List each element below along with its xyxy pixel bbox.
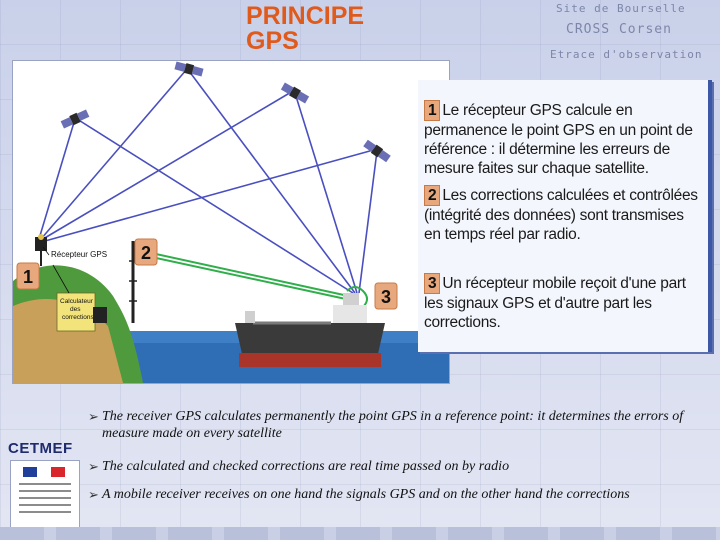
satellite-icon bbox=[363, 139, 391, 163]
map-label: Site de Bourselle bbox=[556, 2, 686, 15]
organization-logo-text: CETMEF bbox=[8, 440, 73, 457]
signal-line bbox=[40, 68, 188, 240]
step-number: 3 bbox=[424, 273, 441, 294]
number-badge-3: 3 bbox=[374, 282, 398, 310]
station-building bbox=[93, 307, 107, 323]
ship-icon bbox=[235, 293, 385, 367]
signal-line bbox=[38, 118, 76, 240]
step-text: Le récepteur GPS calcule en permanence l… bbox=[424, 102, 693, 177]
signal-line bbox=[358, 150, 378, 294]
bullet-arrow-icon: ➢ bbox=[88, 459, 99, 474]
correction-line bbox=[132, 252, 356, 302]
map-label: Etrace d'observation bbox=[550, 48, 703, 61]
bottom-decorative-strip bbox=[0, 527, 720, 540]
gps-diagram-svg: Récepteur GPS Calculateur des correction… bbox=[13, 61, 449, 383]
correction-lines bbox=[132, 248, 368, 308]
satellite-icon bbox=[280, 82, 310, 104]
signal-line bbox=[44, 148, 378, 242]
page-title: PRINCIPE GPS bbox=[246, 4, 364, 54]
svg-text:2: 2 bbox=[141, 243, 151, 263]
gps-receiver-icon bbox=[35, 234, 47, 266]
page-title-line-2: GPS bbox=[246, 27, 299, 55]
gps-signal-lines bbox=[38, 68, 378, 294]
step-text: Un récepteur mobile reçoit d'une part le… bbox=[424, 275, 686, 331]
satellite-icon bbox=[174, 61, 204, 77]
signal-line bbox=[76, 118, 354, 294]
signal-line bbox=[188, 70, 356, 294]
map-label: CROSS Corsen bbox=[566, 22, 672, 37]
calculator-label: Calculateur des corrections bbox=[60, 298, 95, 321]
caption-text: The receiver GPS calculates permanently … bbox=[102, 409, 684, 441]
caption-3: ➢ A mobile receiver receives on one hand… bbox=[88, 486, 716, 503]
svg-text:3: 3 bbox=[381, 287, 391, 307]
step-text: Les corrections calculées et contrôlées … bbox=[424, 187, 698, 243]
caption-text: A mobile receiver receives on one hand t… bbox=[102, 487, 630, 502]
number-badge-2: 2 bbox=[134, 238, 158, 266]
bullet-arrow-icon: ➢ bbox=[88, 487, 99, 502]
satellite-icon bbox=[60, 109, 90, 129]
step-number: 2 bbox=[424, 185, 441, 206]
french-flag-icon bbox=[23, 467, 65, 477]
calc-pointer bbox=[52, 264, 70, 294]
caption-2: ➢ The calculated and checked corrections… bbox=[88, 458, 716, 475]
correction-line bbox=[132, 248, 354, 298]
signal-line bbox=[294, 92, 358, 294]
gps-diagram: Récepteur GPS Calculateur des correction… bbox=[12, 60, 450, 384]
svg-text:1: 1 bbox=[23, 267, 33, 287]
government-logo bbox=[10, 460, 80, 532]
receiver-pointer bbox=[42, 246, 50, 256]
step-number: 1 bbox=[424, 100, 441, 121]
calculator-box bbox=[56, 292, 96, 332]
receiver-label: Récepteur GPS bbox=[51, 250, 107, 259]
number-badge-1: 1 bbox=[16, 262, 40, 290]
caption-1: ➢ The receiver GPS calculates permanentl… bbox=[88, 408, 716, 442]
bullet-arrow-icon: ➢ bbox=[88, 409, 99, 424]
signal-line bbox=[42, 90, 294, 240]
correction-wave bbox=[346, 286, 368, 308]
page-title-line-1: PRINCIPE bbox=[246, 2, 365, 30]
caption-text: The calculated and checked corrections a… bbox=[102, 459, 510, 474]
logo-decoration bbox=[19, 483, 71, 518]
